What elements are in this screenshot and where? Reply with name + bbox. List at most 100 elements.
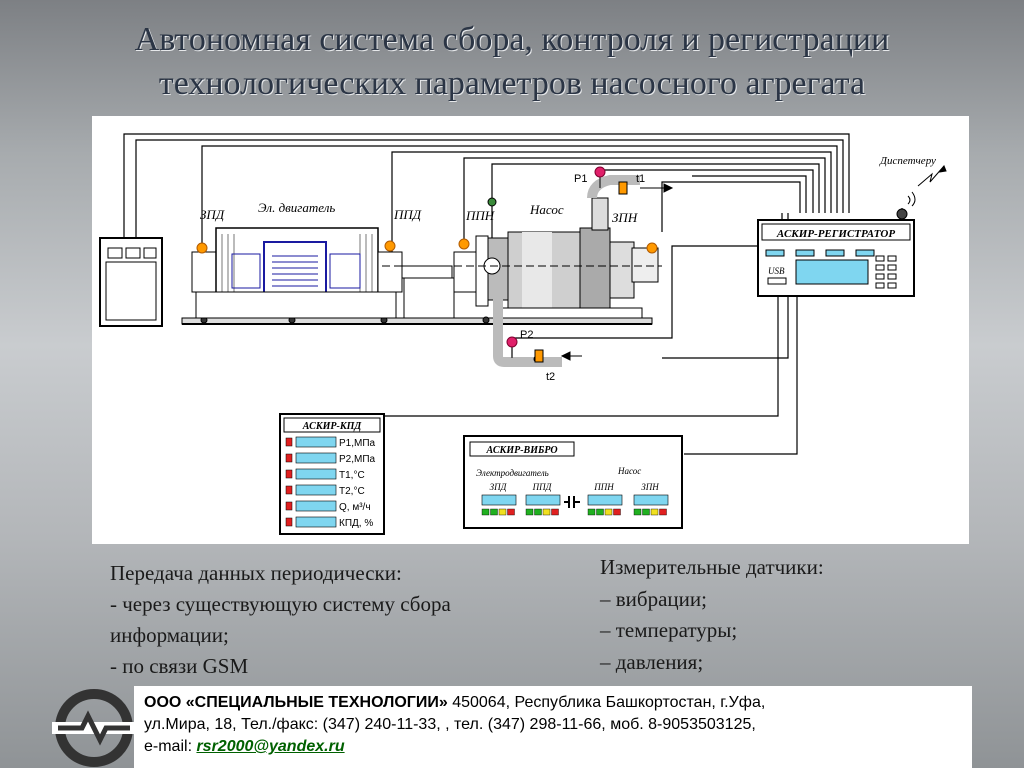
- label-motor: Эл. двигатель: [258, 200, 335, 215]
- vibro-led: [650, 508, 659, 516]
- label-pump: Насос: [529, 202, 564, 217]
- label-zpn: ЗПН: [612, 210, 638, 225]
- email-link[interactable]: rsr2000@yandex.ru: [196, 738, 345, 755]
- label-t1: t1: [636, 173, 645, 185]
- p1-gauge-icon: [594, 166, 606, 178]
- kpd-row-label: КПД, %: [339, 518, 373, 529]
- sensors-line-1: Измерительные датчики:: [600, 555, 824, 579]
- pressure-gauges: [506, 166, 606, 358]
- vibro-led: [481, 508, 490, 516]
- title-line-2: технологических параметров насосного агр…: [158, 65, 866, 102]
- label-p1: P1: [574, 173, 587, 185]
- system-diagram: ЗПД Эл. двигатель ППД ППН Насос ЗПН Дисп…: [92, 116, 969, 544]
- coupling: [401, 235, 489, 319]
- vibro-display: [525, 494, 561, 506]
- vibro-led: [525, 508, 534, 516]
- company-name: ООО «СПЕЦИАЛЬНЫЕ ТЕХНОЛОГИИ»: [144, 694, 448, 711]
- outlet-arrow: [640, 183, 674, 193]
- vibro-channel-label: ЗПН: [641, 482, 659, 492]
- sensors-text: Измерительные датчики: – вибрации; – тем…: [600, 552, 960, 678]
- label-zpd: ЗПД: [200, 207, 225, 222]
- sensors-line-2: – вибрации;: [600, 586, 707, 611]
- diagram-svg: ЗПД Эл. двигатель ППД ППН Насос ЗПН Дисп…: [99, 133, 947, 535]
- kpd-led: [285, 437, 293, 447]
- vibro-pump-group: Насос: [617, 466, 641, 476]
- usb-port-icon: [767, 277, 787, 285]
- kpd-row-label: T1,°C: [339, 470, 365, 481]
- label-dispatcher: Диспетчеру: [879, 155, 936, 167]
- vibro-led: [498, 508, 507, 516]
- wiring: [123, 133, 903, 455]
- vibro-led: [507, 508, 515, 516]
- vibro-channel-label: ППД: [532, 482, 553, 492]
- kpd-led: [285, 485, 293, 495]
- title-line-1: Автономная система сбора, контроля и рег…: [134, 21, 890, 58]
- kpd-led: [285, 501, 293, 511]
- temp-sensors: [534, 181, 628, 363]
- control-panel: [99, 237, 163, 327]
- vibro-display: [633, 494, 669, 506]
- vibro-led: [596, 508, 604, 516]
- sensor-zpd-icon: [196, 242, 208, 254]
- t2-sensor-icon: [534, 349, 544, 363]
- antenna-icon: [896, 164, 947, 220]
- data-transfer-text: Передача данных периодически: - через су…: [110, 558, 580, 682]
- t1-sensor-icon: [618, 181, 628, 195]
- kpd-row-label: Q, м³/ч: [339, 502, 371, 513]
- vibro-led: [587, 508, 596, 516]
- slide-title: Автономная система сбора, контроля и рег…: [40, 18, 984, 106]
- vibro-led: [534, 508, 542, 516]
- vibro-led: [551, 508, 559, 516]
- vibro-channel-label: ППН: [593, 482, 614, 492]
- transfer-line-3: информации;: [110, 623, 229, 647]
- vibration-sensors: [196, 238, 658, 254]
- footer-box: [134, 686, 972, 768]
- usb-label: USB: [768, 266, 785, 276]
- sensors-line-4: – давления;: [600, 649, 704, 674]
- vibro-led: [604, 508, 613, 516]
- kpd-row-label: P2,МПа: [339, 454, 376, 465]
- label-t2: t2: [546, 371, 555, 383]
- transfer-line-4: - по связи GSM: [110, 654, 249, 678]
- kpd-row-label: P1,МПа: [339, 438, 376, 449]
- vibro-led: [633, 508, 642, 516]
- kpd-display: [295, 484, 337, 496]
- kpd-display: [295, 452, 337, 464]
- vibro-led: [642, 508, 650, 516]
- footer: [52, 686, 972, 768]
- vibro-divider: [564, 496, 580, 508]
- kpd-display: [295, 468, 337, 480]
- label-ppd: ППД: [393, 207, 422, 222]
- pump: [382, 175, 662, 319]
- sensor-ppn-icon: [458, 238, 470, 250]
- kpd-display: [295, 516, 337, 528]
- kpd-led: [285, 517, 293, 527]
- vibro-channel-label: ЗПД: [490, 482, 508, 492]
- transfer-line-1: Передача данных периодически:: [110, 561, 402, 585]
- vibro-led: [542, 508, 551, 516]
- registrator-unit: АСКИР-РЕГИСТРАТОР USB: [757, 219, 915, 297]
- sensor-ppd-icon: [384, 240, 396, 252]
- p2-gauge-icon: [506, 336, 518, 348]
- vibro-motor-group: Электродвигатель: [476, 468, 549, 478]
- vibro-led: [659, 508, 667, 516]
- kpd-row-label: T2,°C: [339, 486, 365, 497]
- kpd-title: АСКИР-КПД: [302, 421, 363, 432]
- company-address: 450064, Республика Башкортостан, г.Уфа,: [447, 694, 766, 711]
- transfer-line-2: - через существующую систему сбора: [110, 592, 451, 616]
- kpd-display: [295, 500, 337, 512]
- company-phones: ул.Мира, 18, Тел./факс: (347) 240-11-33,…: [144, 716, 756, 733]
- kpd-led: [285, 469, 293, 479]
- company-logo-icon: [52, 689, 136, 767]
- vibro-led: [613, 508, 621, 516]
- label-p2: P2: [520, 329, 533, 341]
- email-label: e-mail:: [144, 738, 197, 755]
- registrator-title: АСКИР-РЕГИСТРАТОР: [776, 228, 895, 240]
- vibro-led: [490, 508, 498, 516]
- electric-motor: [191, 227, 403, 319]
- footer-contacts: ООО «СПЕЦИАЛЬНЫЕ ТЕХНОЛОГИИ» 450064, Рес…: [144, 692, 964, 758]
- label-ppn: ППН: [465, 208, 495, 223]
- sensors-line-3: – температуры;: [600, 618, 738, 642]
